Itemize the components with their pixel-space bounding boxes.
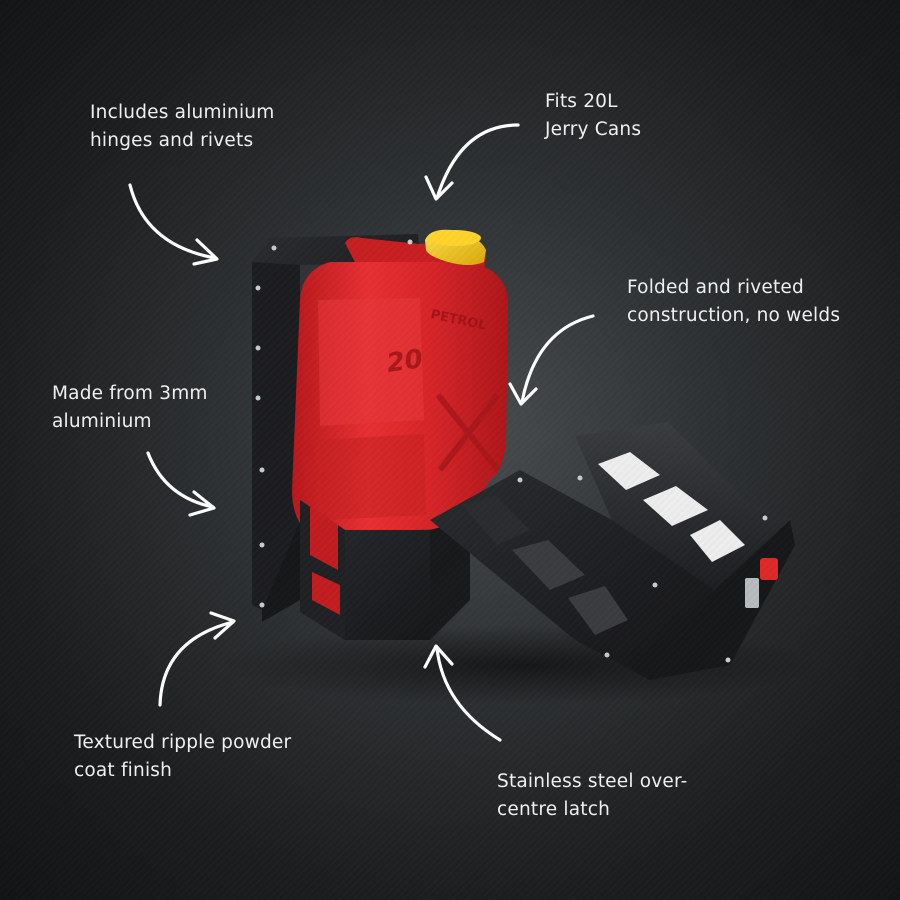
- callout-latch-line-1: Stainless steel over-: [497, 771, 688, 792]
- callout-latch-line-2: centre latch: [497, 799, 611, 820]
- arrow-finish: [158, 611, 236, 707]
- yellow-fuel-cap: [425, 229, 486, 265]
- callout-material-line-1: Made from 3mm: [52, 383, 208, 404]
- arrow-latch: [423, 644, 502, 742]
- callout-folded-line-2: construction, no welds: [627, 305, 841, 326]
- callout-material: Made from 3mm aluminium: [52, 380, 208, 436]
- can-size-embossing: 20: [385, 344, 425, 379]
- callout-hinges-line-1: Includes aluminium: [90, 102, 275, 123]
- red-jerry-can: PETROL 20: [292, 237, 508, 535]
- callout-hinges-line-2: hinges and rivets: [90, 130, 254, 151]
- lid-cutout: [690, 520, 745, 562]
- callout-folded: Folded and riveted construction, no weld…: [627, 274, 840, 330]
- callout-finish-line-1: Textured ripple powder: [74, 732, 292, 753]
- flap-cutout: [462, 495, 530, 545]
- rivets: [255, 239, 768, 663]
- holder-front-wrap: [300, 500, 470, 640]
- callout-fits: Fits 20L Jerry Cans: [545, 88, 641, 144]
- flap-cutout: [568, 586, 628, 635]
- callout-material-line-2: aluminium: [52, 411, 152, 432]
- arrow-fits: [424, 123, 520, 201]
- over-centre-latch: [760, 558, 778, 580]
- callout-finish-line-2: coat finish: [74, 760, 173, 781]
- flap-cutout: [512, 540, 585, 590]
- callout-latch: Stainless steel over- centre latch: [497, 768, 688, 824]
- holder-back-frame: [252, 234, 420, 622]
- lid-cutout: [598, 452, 660, 490]
- callout-fits-line-1: Fits 20L: [545, 91, 618, 112]
- arrow-material: [146, 451, 216, 517]
- arrow-hinges: [128, 183, 219, 266]
- holder-lid: [430, 422, 795, 680]
- callout-folded-line-1: Folded and riveted: [627, 277, 804, 298]
- arrow-folded: [508, 314, 595, 406]
- callout-fits-line-2: Jerry Cans: [545, 119, 642, 140]
- callout-finish: Textured ripple powder coat finish: [74, 729, 291, 785]
- lid-cutout: [643, 486, 708, 526]
- callout-hinges: Includes aluminium hinges and rivets: [90, 99, 274, 155]
